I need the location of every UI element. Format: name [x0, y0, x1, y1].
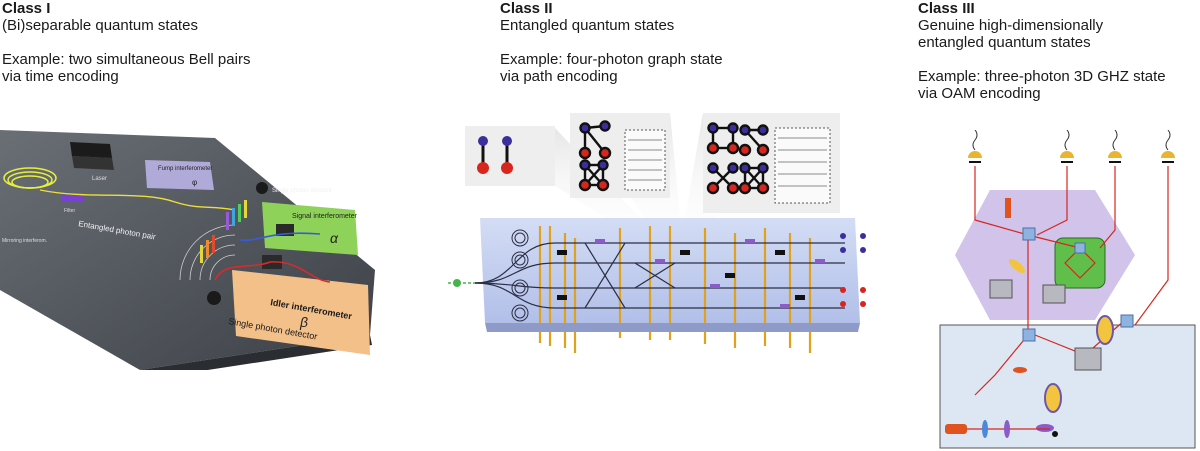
- pump-lens-purple: [1004, 420, 1010, 438]
- class3-title: Class III: [918, 0, 975, 17]
- class1-title: Class I: [2, 0, 51, 17]
- bell-pair-graph: [477, 136, 513, 174]
- graph-state-2: [578, 120, 612, 192]
- output-photons: [840, 233, 866, 307]
- idler-fiber: [214, 261, 331, 283]
- fump-label: Fump interferometer: [158, 166, 212, 172]
- oam-elements: [1013, 315, 1114, 432]
- beam-splitters: [1022, 227, 1134, 342]
- circuit-panel-3: [774, 127, 831, 204]
- waveguides: [474, 242, 845, 309]
- pump-laser: [945, 424, 967, 434]
- signal-interferometer-zone: [262, 202, 358, 255]
- waveplate-orange: [1005, 198, 1011, 218]
- signal-label: Signal interferometer: [292, 213, 358, 220]
- phase-shifters: [595, 239, 825, 308]
- circuit-lines-2: [628, 139, 662, 181]
- fiber-coil: [3, 167, 57, 189]
- spiral-sources: [511, 229, 529, 322]
- class3-example-line1: Example: three-photon 3D GHZ state: [918, 68, 1166, 85]
- class2-example-line1: Example: four-photon graph state: [500, 51, 723, 68]
- class3-header: Class III Genuine high-dimensionally ent…: [918, 0, 1166, 102]
- waveplate-yellow: [1008, 258, 1026, 274]
- green-multiport: [1054, 237, 1106, 289]
- circuit-lines-3: [778, 137, 827, 187]
- class1-header: Class I (Bi)separable quantum states Exa…: [2, 0, 250, 85]
- detector-top: [256, 182, 268, 194]
- idler-interferometer-zone: [232, 270, 370, 355]
- detector-top-label: Single photon detector: [272, 188, 332, 194]
- class2-subtitle: Entangled quantum states: [500, 17, 675, 34]
- spectral-filters: [200, 200, 247, 263]
- class1-example-line2: via time encoding: [2, 68, 119, 85]
- signal-fiber: [239, 232, 321, 242]
- class1-example-line1: Example: two simultaneous Bell pairs: [2, 51, 251, 68]
- wavelength-arcs: [179, 224, 236, 281]
- couplers: [557, 250, 805, 300]
- detectors-row: [968, 130, 1175, 163]
- pump-input-dot: [453, 279, 461, 287]
- dove-prisms: [989, 279, 1102, 371]
- filter-element: [62, 195, 84, 201]
- class3-subtitle-line1: Genuine high-dimensionally: [918, 17, 1104, 34]
- class3-illustration: [939, 130, 1196, 449]
- laser-label: Laser: [92, 176, 107, 182]
- laser-box: [70, 142, 114, 170]
- fump-interferometer-zone: [145, 160, 214, 190]
- class3-example-line2: via OAM encoding: [918, 85, 1041, 102]
- class2-header: Class II Entangled quantum states Exampl…: [500, 0, 723, 85]
- chip-edge: [485, 323, 860, 332]
- class2-example-line2: via path encoding: [500, 68, 618, 85]
- alpha-label: α: [330, 230, 339, 246]
- graph-state-3: [706, 122, 770, 195]
- class2-illustration: [448, 113, 866, 353]
- pump-fiber: [39, 189, 236, 211]
- pump-lens-blue: [982, 420, 988, 438]
- multiport-paths: [1064, 247, 1096, 279]
- beam-dump: [1052, 431, 1058, 437]
- phi-label: φ: [192, 178, 197, 187]
- beta-label: β: [299, 314, 308, 330]
- class1-subtitle: (Bi)separable quantum states: [2, 17, 198, 34]
- mirror-label: Mirroring interferom.: [2, 238, 47, 244]
- class2-title: Class II: [500, 0, 553, 17]
- graph-panel-1: [465, 126, 555, 186]
- class3-subtitle-line2: entangled quantum states: [918, 34, 1091, 51]
- filter-label: Filter: [64, 208, 75, 214]
- detector-bottom: [207, 291, 221, 305]
- class1-illustration: Laser Fump interferometer φ Filter Mirro…: [0, 130, 375, 370]
